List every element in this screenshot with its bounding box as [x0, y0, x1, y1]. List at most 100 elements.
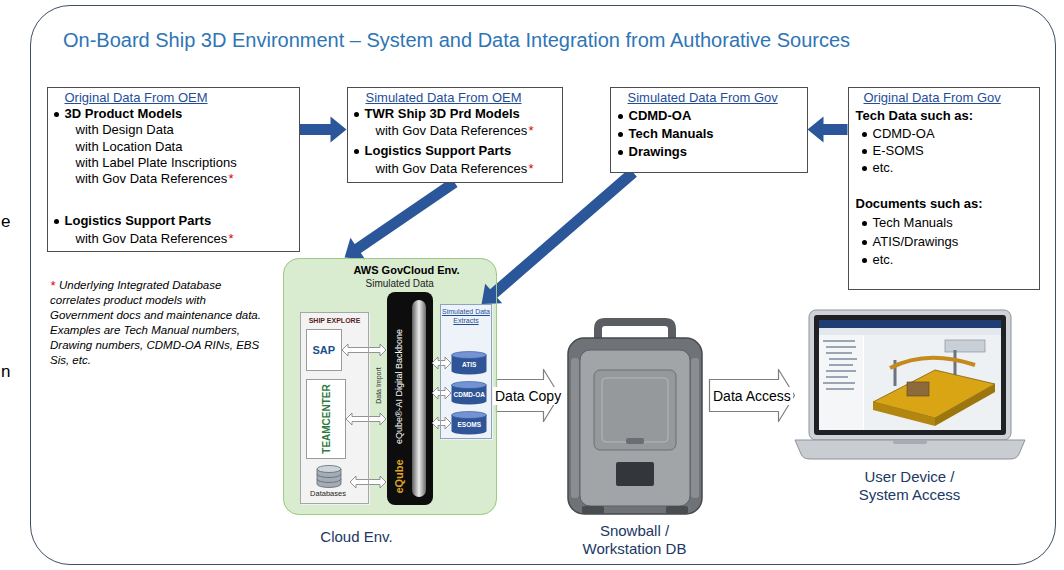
reference-asterisk: * [50, 278, 55, 293]
cloud-environment: AWS GovCloud Env.Simulated DataCloud Env… [283, 258, 497, 515]
reference-asterisk: * [529, 123, 534, 139]
bullet-dot [354, 149, 359, 154]
app-panel: SHIP EXPLORE SAP TEAMCENTER Databases [300, 312, 369, 504]
snowball-illustration-part [582, 506, 604, 514]
laptop-illustration-part [873, 402, 935, 426]
laptop-illustration-part [823, 382, 855, 384]
database-cylinder: ESOMS [451, 411, 487, 435]
caption-text: Cloud Env. [284, 528, 430, 546]
item-text: with Gov Data References [376, 161, 528, 177]
diagram-title: On-Board Ship 3D Environment – System an… [63, 28, 850, 52]
database-icon: Databases [306, 465, 350, 499]
flow-arrow [432, 357, 451, 369]
box-heading: Simulated Data From Gov [628, 90, 778, 106]
bullet-heading: Logistics Support Parts [365, 143, 512, 159]
data-source-box: Simulated Data From OEMTWR Ship 3D Prd M… [347, 87, 563, 183]
flow-arrow [342, 344, 386, 356]
laptop-illustration-part [826, 370, 856, 372]
reference-asterisk: * [529, 161, 534, 177]
backbone-label: eQube®-AI Digital Backbone [394, 328, 405, 443]
item-text: etc. [873, 160, 894, 176]
snowball-illustration-part [626, 438, 644, 444]
snowball-illustration-part [568, 338, 702, 514]
item-text: with Gov Data References [376, 123, 528, 139]
box-heading: Original Data From Gov [864, 90, 1001, 106]
item-text: E-SOMS [873, 143, 924, 159]
arrow-label: Data Access [711, 387, 793, 405]
flow-arrow [350, 476, 386, 488]
flow-arrow [482, 168, 637, 304]
database-label: Databases [306, 489, 350, 498]
database-label: ATIS [462, 361, 476, 369]
caption-text: Snowball / Workstation DB [570, 522, 700, 558]
edge-fragment: n [1, 362, 10, 382]
laptop-illustration-part [826, 352, 852, 354]
extracts-panel: Simulated Data ExtractsATISCDMD-OAESOMS [440, 304, 492, 439]
flow-arrow [345, 178, 458, 259]
backbone-bar-part [412, 300, 426, 497]
item-text: CDMD-OA [873, 126, 935, 142]
snowball-illustration-part [571, 358, 579, 498]
laptop-illustration-part [826, 376, 848, 378]
cloud-title: AWS GovCloud Env. [354, 264, 460, 277]
item-text: etc. [873, 252, 894, 268]
cylinder-top [452, 412, 487, 419]
flow-arrow [808, 117, 848, 143]
snowball-illustration-part [616, 462, 654, 486]
laptop-illustration-part [893, 440, 927, 444]
box-heading: Original Data From OEM [65, 90, 208, 106]
snowball-illustration-part [580, 350, 690, 506]
laptop-device: User Device / System Access [795, 310, 1025, 462]
laptop-illustration-part [819, 320, 1001, 430]
reference-asterisk: * [229, 231, 234, 247]
snowball-illustration [568, 322, 702, 514]
panel-fill [301, 313, 370, 505]
cylinder-top [452, 382, 487, 389]
cylinder-top [452, 352, 487, 359]
laptop-illustration-part [819, 328, 1001, 335]
laptop-illustration-part [945, 340, 985, 352]
box-heading: Simulated Data From OEM [366, 90, 522, 106]
panel-heading: Simulated Data Extracts [442, 308, 490, 325]
laptop-illustration-part [823, 340, 855, 342]
snowball-device: Snowball / Workstation DB [560, 318, 710, 518]
app-name: SAP [313, 344, 336, 357]
database-cylinder: ATIS [451, 351, 487, 375]
laptop-illustration-part [795, 440, 1025, 459]
panel-fill [441, 305, 493, 440]
backbone-bar-part [387, 292, 433, 505]
bullet-dot [618, 132, 623, 137]
edge-fragment: e [1, 212, 10, 232]
item-text: ATIS/Drawings [873, 234, 959, 250]
item-text: with Label Plate Inscriptions [76, 155, 237, 171]
laptop-illustration [795, 310, 1025, 459]
bullet-heading: Tech Data such as: [856, 108, 974, 124]
database-stack-part [317, 474, 341, 483]
laptop-illustration-part [826, 346, 856, 348]
laptop-illustration-part [829, 358, 857, 360]
item-text: with Gov Data References [76, 231, 228, 247]
laptop-illustration-part [935, 384, 995, 426]
flow-arrow [432, 417, 451, 429]
flow-arrow [300, 117, 347, 143]
laptop-illustration-part [890, 358, 975, 368]
bullet-dot [618, 114, 623, 119]
bullet-dot [862, 149, 867, 154]
bullet-heading: Drawings [629, 144, 688, 160]
bullet-dot [54, 112, 59, 117]
database-label: ESOMS [458, 421, 481, 429]
arrow-label: Data Copy [493, 387, 563, 405]
digital-backbone: eQube®-AI Digital BackboneeQube [386, 291, 432, 504]
bullet-dot [862, 258, 867, 263]
bullet-dot [862, 132, 867, 137]
laptop-illustration-part [814, 315, 1006, 435]
database-stack-part [317, 466, 341, 473]
panel-heading: SHIP EXPLORE [301, 316, 368, 325]
app-box: TEAMCENTER [306, 379, 346, 459]
snowball-illustration-part [666, 506, 688, 514]
data-source-box: Original Data From GovTech Data such as:… [848, 87, 1040, 290]
backbone-bar [387, 292, 433, 505]
bullet-heading: CDMD-OA [629, 108, 692, 124]
bullet-dot [354, 112, 359, 117]
data-source-box: Simulated Data From GovCDMD-OATech Manua… [610, 87, 808, 173]
